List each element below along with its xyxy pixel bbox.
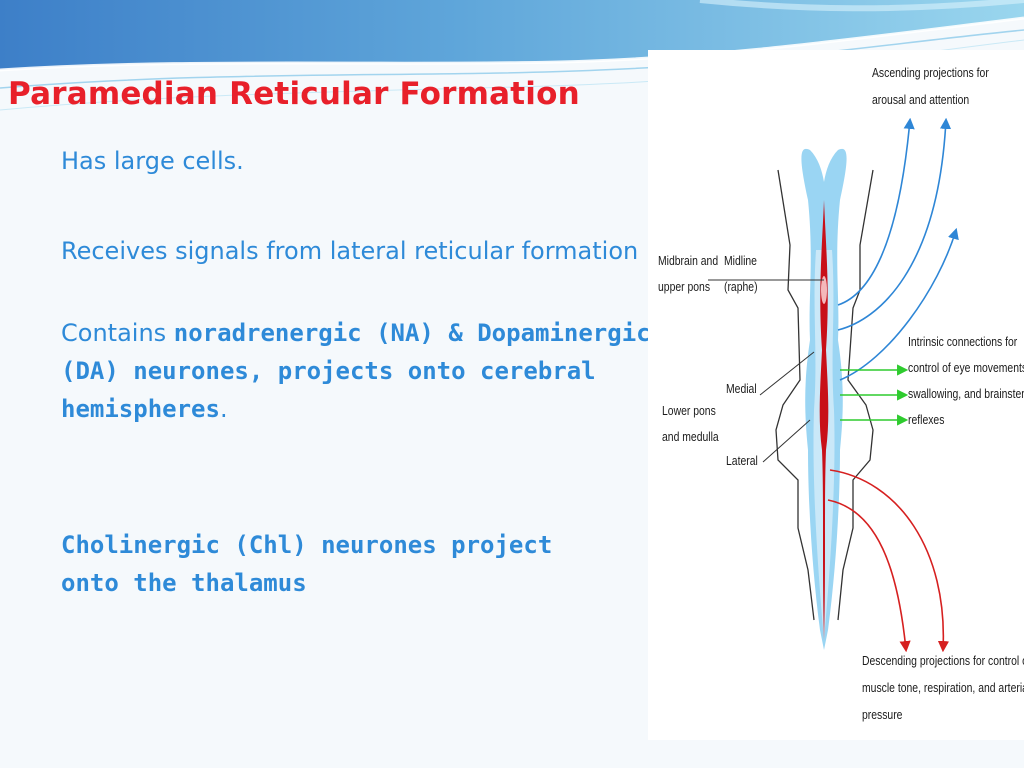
header-swoosh (0, 0, 1024, 111)
brainstem-diagram: Ascending projections for arousal and at… (648, 50, 1024, 740)
label-lower-pons-2: and medulla (662, 429, 719, 444)
label-intrinsic-3: swallowing, and brainstem (908, 386, 1024, 401)
label-descending-2: muscle tone, respiration, and arterial (862, 680, 1024, 695)
bullet-receives-signals: Receives signals from lateral reticular … (61, 237, 639, 265)
lateral-leader (762, 419, 811, 463)
descending-arrow-1 (829, 469, 950, 653)
raphe-midline (819, 200, 829, 640)
bullet-large-cells: Has large cells. (61, 147, 244, 175)
label-descending-1: Descending projections for control of (862, 653, 1024, 668)
ascending-arrow-2 (837, 117, 952, 331)
label-lateral: Lateral (726, 453, 758, 468)
brainstem-outline-right (837, 169, 874, 621)
label-intrinsic-4: reflexes (908, 412, 945, 427)
label-intrinsic-2: control of eye movements, (908, 360, 1024, 375)
label-midbrain-1: Midbrain and (658, 253, 719, 268)
raphe-pale-spot (821, 276, 827, 304)
bullet-contains: Contains noradrenergic (NA) & Dopaminerg… (61, 314, 651, 428)
descending-arrow-2 (827, 499, 911, 653)
label-lower-pons-1: Lower pons (662, 403, 716, 418)
contains-bold-text: noradrenergic (NA) & Dopaminergic (DA) n… (61, 319, 651, 423)
label-midline-2: (raphe) (724, 279, 758, 294)
slide-title: Paramedian Reticular Formation (8, 76, 580, 112)
contains-suffix: . (219, 395, 228, 423)
label-descending-3: pressure (862, 707, 903, 722)
label-midbrain-2: upper pons (658, 279, 711, 294)
medial-leader (759, 351, 815, 396)
label-ascending-2: arousal and attention (872, 92, 970, 107)
contains-prefix: Contains (61, 319, 174, 347)
label-ascending-1: Ascending projections for (872, 65, 989, 80)
ascending-arrow-3 (839, 227, 959, 381)
ascending-arrow-1 (837, 117, 915, 306)
label-medial: Medial (726, 381, 757, 396)
brainstem-outline-left (775, 169, 815, 621)
label-intrinsic-1: Intrinsic connections for (908, 334, 1018, 349)
bullet-cholinergic: Cholinergic (Chl) neurones project onto … (61, 531, 553, 597)
brainstem-illustration (708, 117, 959, 653)
label-midline-1: Midline (724, 253, 757, 268)
